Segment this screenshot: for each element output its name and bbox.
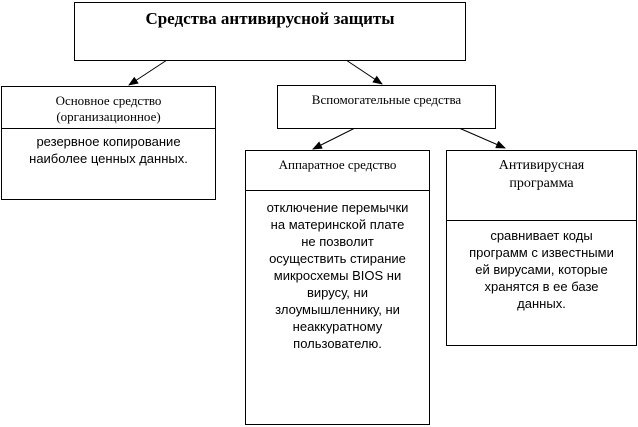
arrow-auxiliary-to-hardware	[312, 127, 356, 150]
arrow-root-to-main	[128, 59, 168, 86]
antivirus-program-description-line: ей вирусами, которые	[475, 262, 608, 277]
main-means-node: Основное средство (организационное) резе…	[1, 86, 216, 200]
hardware-means-description-line: на материнской плате	[270, 217, 405, 232]
antivirus-program-description-line: программ с известными	[469, 245, 614, 260]
hardware-means-description-line: злоумышленнику, ни	[275, 302, 400, 317]
hardware-means-description-line: вирусу, ни	[307, 285, 368, 300]
arrow-auxiliary-to-antivirus	[458, 127, 506, 149]
antivirus-program-description-line: данных.	[517, 296, 566, 311]
hardware-means-divider	[246, 190, 429, 191]
main-means-title-line2: (организационное)	[56, 109, 161, 124]
main-means-description-line1: резервное копирование	[36, 134, 181, 149]
main-means-title-line1: Основное средство	[55, 93, 162, 108]
hardware-means-description-line: пользователю.	[293, 336, 382, 351]
arrow-root-to-auxiliary	[345, 59, 383, 85]
root-title: Средства антивирусной защиты	[145, 9, 395, 28]
hardware-means-description-line: микросхемы BIOS ни	[273, 268, 402, 283]
hardware-means-description-line: неаккуратному	[292, 319, 383, 334]
antivirus-program-title-line1: Антивирусная	[498, 158, 585, 173]
main-means-description-line2: наиболее ценных данных.	[29, 151, 188, 166]
auxiliary-means-node: Вспомогательные средства	[277, 85, 496, 129]
hardware-means-description-line: осуществить стирание	[269, 251, 406, 266]
antivirus-program-node: Антивирусная программа сравнивает коды п…	[446, 150, 637, 346]
main-means-divider	[2, 128, 215, 129]
antivirus-program-description-line: сравнивает коды	[490, 228, 593, 243]
hardware-means-title: Аппаратное средство	[278, 157, 397, 172]
hardware-means-node: Аппаратное средство отключение перемычки…	[245, 150, 430, 425]
antivirus-program-description-line: хранятся в ее базе	[484, 279, 599, 294]
hardware-means-description-line: отключение перемычки	[266, 200, 409, 215]
hardware-means-description-line: не позволит	[301, 234, 374, 249]
antivirus-program-title-line2: программа	[509, 176, 574, 191]
auxiliary-means-title: Вспомогательные средства	[311, 92, 462, 107]
antivirus-program-divider	[447, 220, 636, 221]
root-node: Средства антивирусной защиты	[74, 2, 466, 61]
